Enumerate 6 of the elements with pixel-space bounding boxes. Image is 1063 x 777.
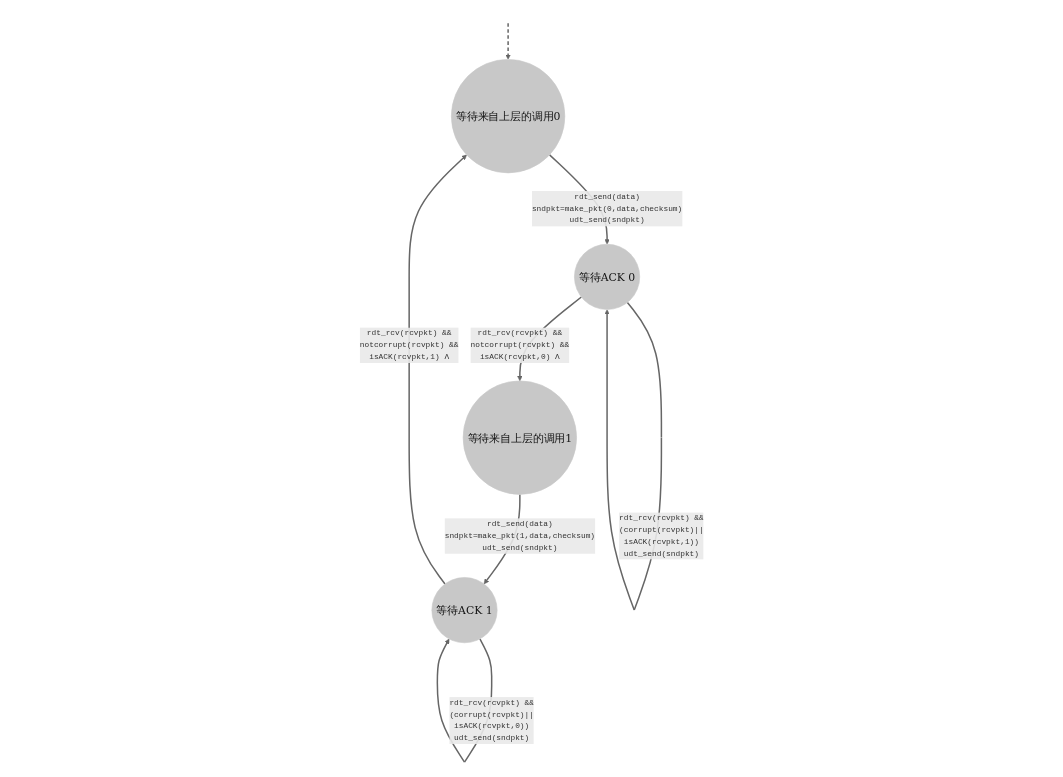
node-circle: 等待来自上层的调用1 (462, 380, 577, 495)
node-circle: 等待来自上层的调用0 (450, 59, 565, 174)
node-circle: 等待ACK 1 (431, 577, 498, 644)
node-circle: 等待ACK 0 (573, 243, 640, 310)
arrow (505, 22, 511, 60)
arrow (408, 154, 467, 585)
